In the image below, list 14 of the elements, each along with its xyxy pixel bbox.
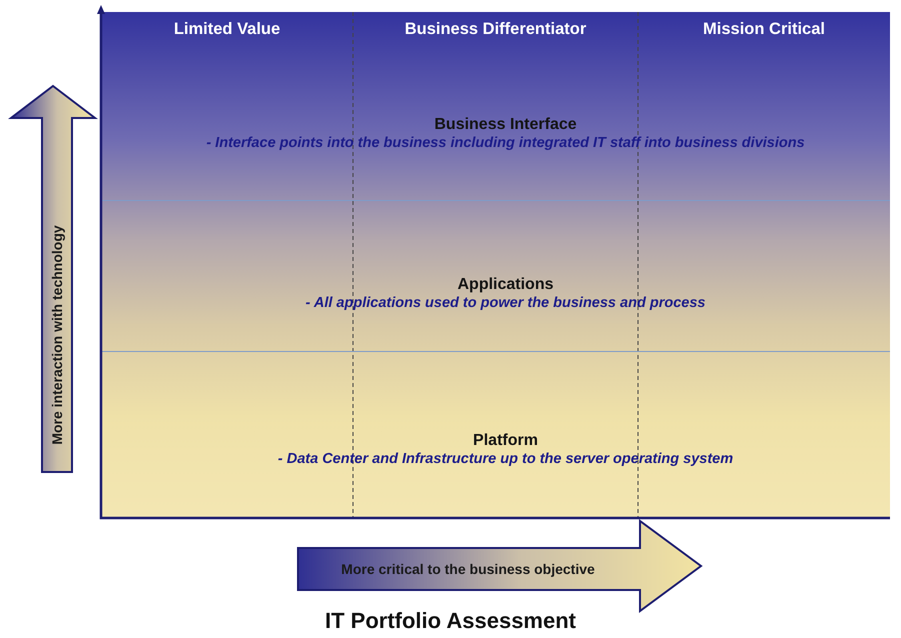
block-arrow	[10, 85, 96, 473]
column-heading: Mission Critical	[702, 20, 826, 40]
arrow-label: More interaction with technology	[49, 225, 65, 445]
diagram-title: IT Portfolio Assessment	[324, 608, 577, 634]
band-description: - All applications used to power the business and process	[306, 294, 706, 313]
band-heading: Business Interface	[434, 116, 577, 134]
column-heading: Limited Value	[172, 20, 282, 40]
band-heading: Platform	[473, 432, 538, 450]
band-description: - Interface points into the business including integrated IT staff into business divisions	[206, 134, 805, 153]
band-heading: Applications	[457, 276, 554, 294]
band-description: - Data Center and Infrastructure up to the server operating system	[278, 450, 734, 469]
arrow-label: More critical to the business objective	[341, 561, 595, 577]
block-arrow	[297, 520, 703, 612]
column-heading: Business Differentiator	[404, 20, 588, 40]
